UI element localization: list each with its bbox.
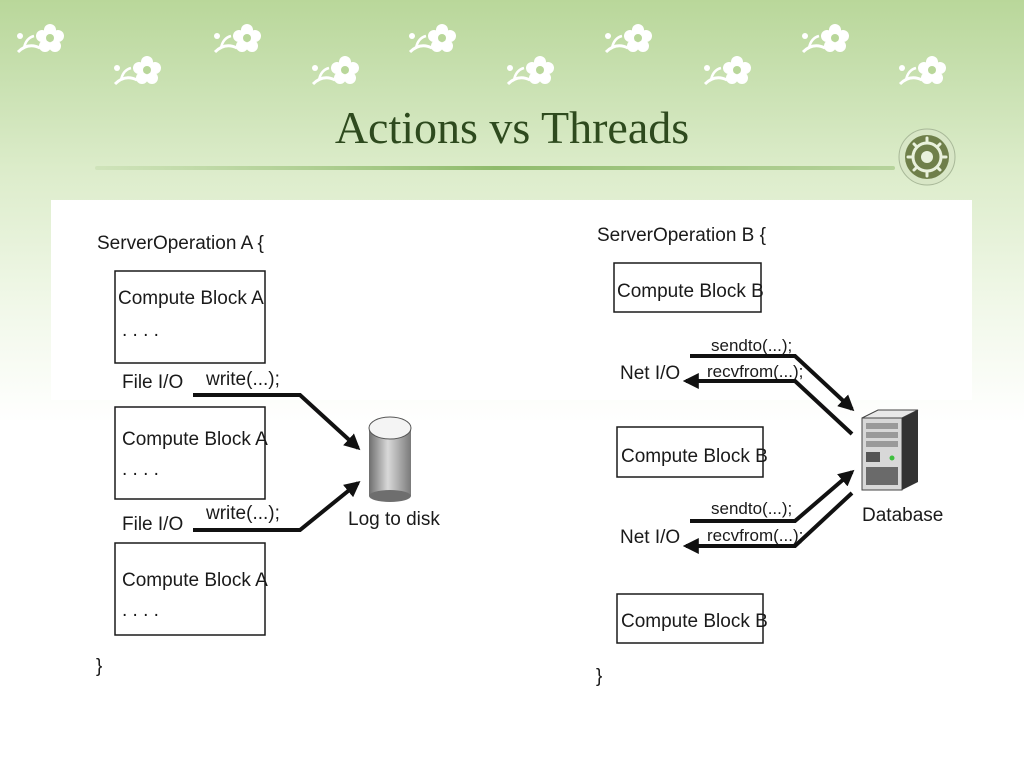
write-arrow-2 bbox=[193, 480, 361, 532]
slide-title: Actions vs Threads bbox=[334, 102, 690, 153]
file-io-label-2: File I/O bbox=[122, 514, 183, 535]
compute-block-b-1 bbox=[613, 262, 762, 313]
recvfrom-arrow-1 bbox=[682, 373, 854, 436]
compute-block-a-1 bbox=[114, 270, 266, 364]
server-op-b-header: ServerOperation B { bbox=[597, 225, 767, 246]
log-to-disk-label: Log to disk bbox=[348, 509, 440, 530]
compute-block-b-2 bbox=[616, 426, 764, 478]
file-io-label-1: File I/O bbox=[122, 372, 183, 393]
sendto-arrow-2 bbox=[690, 469, 855, 523]
title-underline bbox=[95, 166, 895, 170]
net-io-label-2: Net I/O bbox=[620, 527, 680, 548]
server-op-b-closing-brace: } bbox=[596, 666, 602, 687]
compute-block-a-3 bbox=[114, 542, 266, 636]
write-call-2: write(...); bbox=[205, 503, 280, 524]
compute-block-a-2-label: Compute Block A bbox=[122, 429, 268, 450]
compute-block-a-3-ellipsis: . . . . bbox=[122, 600, 159, 621]
write-arrow-1 bbox=[193, 393, 361, 451]
disk-icon bbox=[368, 416, 412, 502]
server-op-a-closing-brace: } bbox=[96, 656, 102, 677]
compute-block-b-2-label: Compute Block B bbox=[621, 446, 768, 467]
server-op-a-header: ServerOperation A { bbox=[97, 233, 265, 254]
gear-badge-icon bbox=[898, 128, 956, 186]
compute-block-b-3-label: Compute Block B bbox=[621, 611, 768, 632]
compute-block-b-1-label: Compute Block B bbox=[617, 281, 764, 302]
database-label: Database bbox=[862, 505, 943, 526]
sendto-arrow-1 bbox=[690, 354, 855, 412]
compute-block-b-3 bbox=[616, 593, 764, 644]
compute-block-a-2 bbox=[114, 406, 266, 500]
database-server-icon bbox=[861, 409, 919, 491]
sendto-call-1: sendto(...); bbox=[711, 336, 792, 355]
compute-block-a-1-label: Compute Block A bbox=[118, 288, 264, 309]
recvfrom-call-1: recvfrom(...); bbox=[707, 362, 803, 381]
compute-block-a-1-ellipsis: . . . . bbox=[122, 320, 159, 341]
write-call-1: write(...); bbox=[205, 369, 280, 390]
compute-block-a-3-label: Compute Block A bbox=[122, 570, 268, 591]
sendto-call-2: sendto(...); bbox=[711, 499, 792, 518]
recvfrom-arrow-2 bbox=[682, 491, 854, 554]
compute-block-a-2-ellipsis: . . . . bbox=[122, 459, 159, 480]
recvfrom-call-2: recvfrom(...); bbox=[707, 526, 803, 545]
net-io-label-1: Net I/O bbox=[620, 363, 680, 384]
